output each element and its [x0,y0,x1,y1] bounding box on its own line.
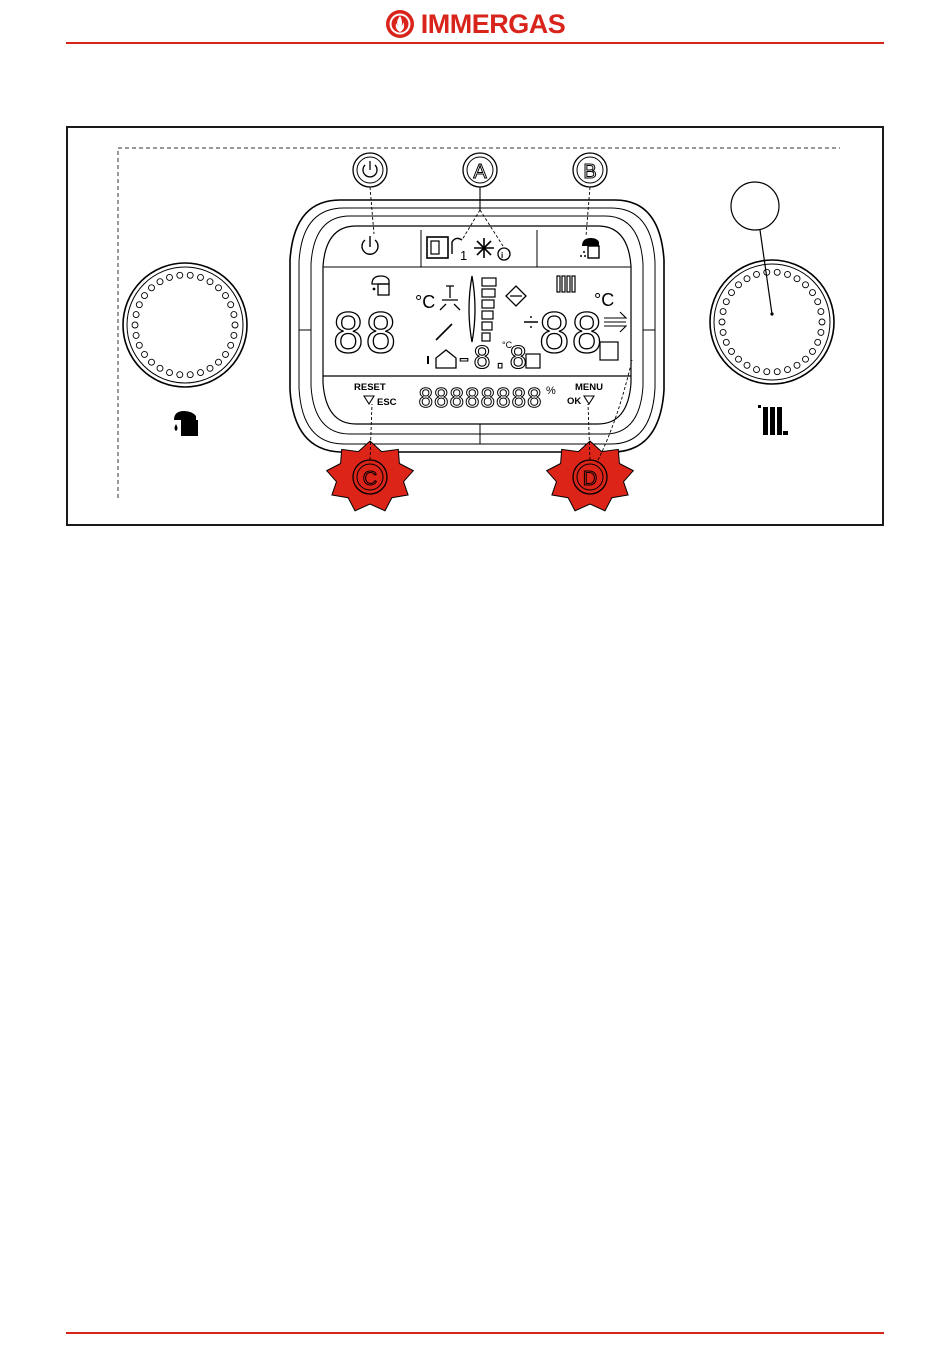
footer-rule [66,1332,884,1334]
knob-dot [232,322,238,328]
knob-dot [149,359,155,365]
svg-text:B: B [583,161,596,183]
knob-dot [167,274,173,280]
knob-dot [819,319,825,325]
text-display-digits: 88888888 [418,384,542,414]
knob-dot [231,332,237,338]
knob-dot [754,367,760,373]
knob-dot [198,370,204,376]
knob-dot [136,342,142,348]
knob-dot [723,299,729,305]
dhw-temperature-digits: 88 [332,302,397,365]
knob-dot [133,332,139,338]
knob-dot [785,271,791,277]
knob-dot [754,271,760,277]
knob-dot [228,342,234,348]
dhw-celsius: °C [415,292,435,312]
knob-dot [803,356,809,362]
knob-dot [216,359,222,365]
radiator-icon [758,405,788,435]
knob-dot [720,309,726,315]
dhw-knob[interactable] [123,263,247,387]
callout-e [731,182,779,230]
knob-dot [736,356,742,362]
knob-dot [231,312,237,318]
knob-dot [723,339,729,345]
knob-dot [157,279,163,285]
reset-label: RESET [354,382,386,393]
knob-dot [177,372,183,378]
knob-dot [764,369,770,375]
percent-sign: % [546,385,556,397]
knob-dot [167,370,173,376]
knob-dot [803,282,809,288]
knob-dot [729,290,735,296]
ch-temperature-digits: 88 [538,302,603,365]
knob-dot [228,302,234,308]
knob-dot [729,348,735,354]
knob-dot [216,285,222,291]
knob-dot [818,309,824,315]
knob-dot [132,322,138,328]
knob-dot [207,365,213,371]
knob-dot [133,312,139,318]
menu-label: MENU [575,382,603,393]
callout-c: C [363,468,377,490]
knob-dot [207,279,213,285]
knob-dot [785,367,791,373]
knob-dot [157,365,163,371]
knob-dot [198,274,204,280]
knob-dot [818,329,824,335]
knob-dot [223,351,229,357]
knob-dot [136,302,142,308]
svg-text:i: i [501,251,503,260]
knob-dot [142,351,148,357]
knob-dot [142,293,148,299]
knob-dot [744,362,750,368]
knob-dot [720,329,726,335]
knob-dot [177,272,183,278]
knob-dot [794,276,800,282]
outdoor-temperature-digits: -8.8 [455,341,527,376]
outdoor-celsius: °C [502,340,513,350]
knob-dot [736,282,742,288]
knob-dot [810,348,816,354]
ok-label: OK [567,396,581,407]
knob-dot [187,272,193,278]
knob-dot [815,299,821,305]
knob-dot [774,369,780,375]
svg-text:A: A [473,161,487,183]
svg-text:1: 1 [460,248,467,263]
knob-dot [810,290,816,296]
knob-dot [815,339,821,345]
esc-label: ESC [377,397,397,408]
ch-celsius: °C [594,290,614,310]
knob-dot [744,276,750,282]
callout-d: D [583,468,597,490]
knob-dot [719,319,725,325]
knob-dot [223,293,229,299]
knob-dot [794,362,800,368]
knob-dot [187,372,193,378]
knob-dot [149,285,155,291]
dhw-tap-icon [174,411,198,436]
winter-snowflake-icon [474,238,494,258]
knob-dot [774,269,780,275]
heating-knob[interactable] [710,260,834,384]
